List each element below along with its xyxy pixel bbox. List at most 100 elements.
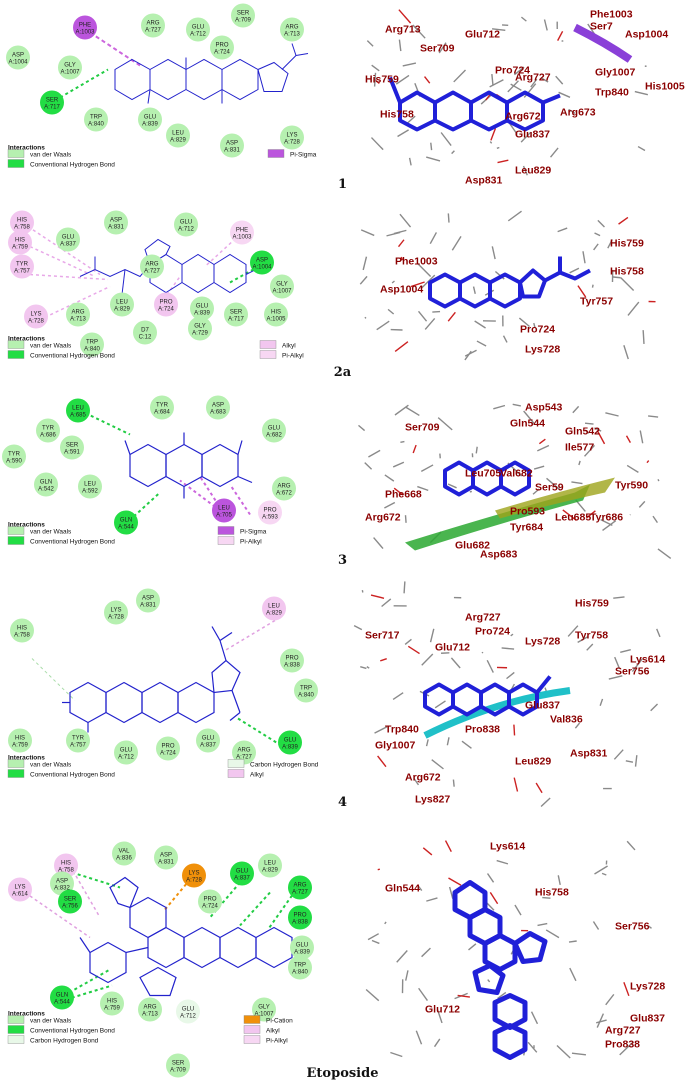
protein-bond bbox=[620, 648, 631, 654]
protein-bond bbox=[656, 628, 661, 638]
hbond-line bbox=[54, 68, 109, 102]
protein-bond bbox=[626, 840, 636, 851]
residue-number: A:709 bbox=[235, 18, 251, 24]
protein-bond bbox=[469, 490, 473, 493]
residue-label-3d: Glu712 bbox=[465, 29, 500, 41]
residue-label-3d: Gln544 bbox=[510, 418, 545, 430]
residue-name: PRO bbox=[285, 656, 298, 662]
legend-swatch-alkyl bbox=[243, 1025, 261, 1034]
ligand-skeleton bbox=[62, 626, 241, 733]
protein-bond bbox=[381, 598, 392, 608]
residue-disc bbox=[10, 618, 34, 643]
protein-bond bbox=[514, 904, 522, 916]
residue-disc bbox=[166, 1053, 190, 1078]
residue-disc bbox=[262, 418, 286, 443]
residue-name: PRO bbox=[215, 43, 228, 49]
residue-name: GLU bbox=[202, 736, 214, 742]
residue-number: A:840 bbox=[292, 970, 308, 976]
protein-bond bbox=[578, 460, 581, 466]
residue-disc bbox=[56, 227, 80, 252]
protein-bond bbox=[506, 671, 515, 680]
protein-bond bbox=[453, 69, 467, 83]
residue-disc bbox=[232, 740, 256, 765]
residue-group-2a: HISA:758HISA:759GLUA:837ASPA:831GLUA:712… bbox=[8, 210, 294, 357]
protein-bond bbox=[353, 625, 363, 631]
protein-bond bbox=[447, 483, 457, 489]
residue-disc bbox=[133, 320, 157, 345]
protein-bond bbox=[657, 548, 672, 560]
residue-label-3d: Glu712 bbox=[435, 642, 470, 654]
residue-number: A:840 bbox=[84, 347, 100, 353]
protein-bond bbox=[400, 256, 404, 261]
protein-bond bbox=[631, 658, 643, 673]
residue-name: HIS bbox=[15, 238, 25, 244]
ligand-3d bbox=[388, 76, 561, 132]
residue-disc bbox=[154, 845, 178, 870]
residue-name: LYS bbox=[31, 312, 42, 318]
protein-bond bbox=[464, 350, 472, 361]
protein-bond bbox=[574, 722, 581, 729]
residue-name: ARG bbox=[146, 21, 159, 27]
residue-number: A:1003 bbox=[75, 30, 95, 36]
residue-disc bbox=[138, 107, 162, 132]
protein-bond bbox=[513, 777, 519, 792]
residue-name: ASP bbox=[142, 596, 154, 602]
protein-bond bbox=[450, 657, 461, 669]
residue-disc bbox=[66, 302, 90, 327]
protein-bond bbox=[417, 485, 429, 492]
residue-name: TRP bbox=[294, 963, 306, 969]
residue-label-3d: Tyr590 bbox=[615, 480, 648, 492]
residue-name: ARG bbox=[71, 310, 84, 316]
legend-label-pication: Pi-Cation bbox=[266, 1018, 293, 1025]
protein-bond bbox=[571, 481, 583, 485]
legend-swatch-chbond bbox=[227, 759, 245, 768]
protein-bond bbox=[416, 262, 432, 277]
panel-caption: 3 bbox=[337, 553, 348, 568]
protein-bond bbox=[512, 403, 521, 407]
protein-bond bbox=[591, 284, 594, 288]
residue-label-3d: Asp831 bbox=[465, 175, 503, 187]
protein-bond bbox=[366, 666, 370, 669]
alkyl-lines bbox=[24, 865, 101, 939]
residue-number: A:829 bbox=[262, 868, 278, 874]
residue-disc bbox=[100, 991, 124, 1016]
protein-bond bbox=[543, 19, 548, 31]
protein-bond bbox=[605, 412, 619, 417]
residue-number: A:832 bbox=[54, 886, 70, 892]
protein-bond bbox=[359, 275, 368, 285]
residue-label-3d: Glu837 bbox=[630, 1013, 665, 1025]
residue-label-3d: Tyr686 bbox=[590, 512, 623, 524]
residue-name: PRO bbox=[293, 913, 306, 919]
residue-name: SER bbox=[172, 1061, 185, 1067]
residue-disc bbox=[80, 332, 104, 357]
residue-label-3d: Lys728 bbox=[630, 981, 665, 993]
residue-name: GLU bbox=[236, 869, 248, 875]
residue-number: A:840 bbox=[298, 693, 314, 699]
protein-bond bbox=[364, 462, 373, 470]
protein-bond bbox=[555, 75, 564, 85]
residue-disc bbox=[78, 474, 102, 499]
protein-bond bbox=[392, 692, 404, 701]
legend-label-alkyl: Alkyl bbox=[282, 343, 296, 350]
residue-label-3d: Asp683 bbox=[480, 549, 518, 561]
residue-label-3d: His759 bbox=[610, 238, 644, 250]
protein-bond bbox=[497, 991, 507, 1000]
protein-bond bbox=[437, 417, 453, 431]
protein-bond bbox=[608, 675, 623, 680]
protein-bond bbox=[613, 749, 624, 760]
residue-number: A:592 bbox=[82, 489, 98, 495]
